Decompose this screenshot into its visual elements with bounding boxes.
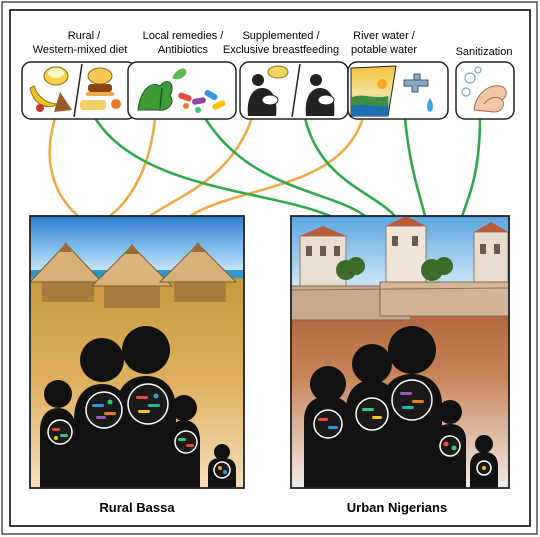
rural-scene: [30, 216, 244, 488]
inner-frame: [9, 9, 531, 527]
medicine-icon: [127, 61, 237, 120]
factor-diet-line2: Western-mixed diet: [33, 44, 128, 56]
rural-bacteria: [52, 393, 227, 474]
diet-icon: [21, 61, 137, 120]
factor-diet-line1: Rural /: [68, 30, 101, 42]
urban-link-water: [403, 116, 427, 218]
urban-links: [93, 116, 482, 218]
urban-buildings: [291, 216, 509, 321]
hut: [30, 242, 104, 302]
urban-panel-border: [290, 215, 510, 489]
rural-link-diet: [48, 116, 80, 218]
urban-trees: [336, 257, 453, 281]
urban-bacteria: [318, 392, 486, 470]
rural-link-medicine: [108, 116, 157, 218]
urban-link-diet: [93, 116, 332, 218]
urban-link-sanitization: [460, 116, 482, 218]
factor-water-line1: River water /: [353, 30, 416, 42]
factor-breastfeeding-line2: Exclusive breastfeeding: [223, 44, 339, 56]
urban-link-breastfeeding: [303, 116, 397, 218]
water-icon: [347, 61, 449, 120]
breastfeeding-icon: [239, 61, 349, 120]
hut: [90, 244, 174, 308]
urban-microbiome: [313, 379, 492, 476]
factor-medicine-line1: Local remedies /: [143, 30, 225, 42]
rural-panel-border: [29, 215, 245, 489]
factor-breastfeeding-line1: Supplemented /: [242, 30, 320, 42]
handwashing-icon: [455, 61, 515, 120]
factor-boxes: [21, 61, 515, 120]
rural-group-label: Rural Bassa: [99, 500, 175, 515]
factor-sanitization-line1: Sanitization: [456, 46, 513, 58]
urban-link-medicine: [203, 116, 367, 218]
hut: [158, 242, 238, 302]
urban-scene: [291, 216, 509, 488]
factor-labels: Rural / Western-mixed diet Local remedie…: [33, 30, 513, 58]
factor-medicine-line2: Antibiotics: [158, 44, 209, 56]
urban-group-label: Urban Nigerians: [347, 500, 447, 515]
factor-water-line2: potable water: [351, 44, 417, 56]
